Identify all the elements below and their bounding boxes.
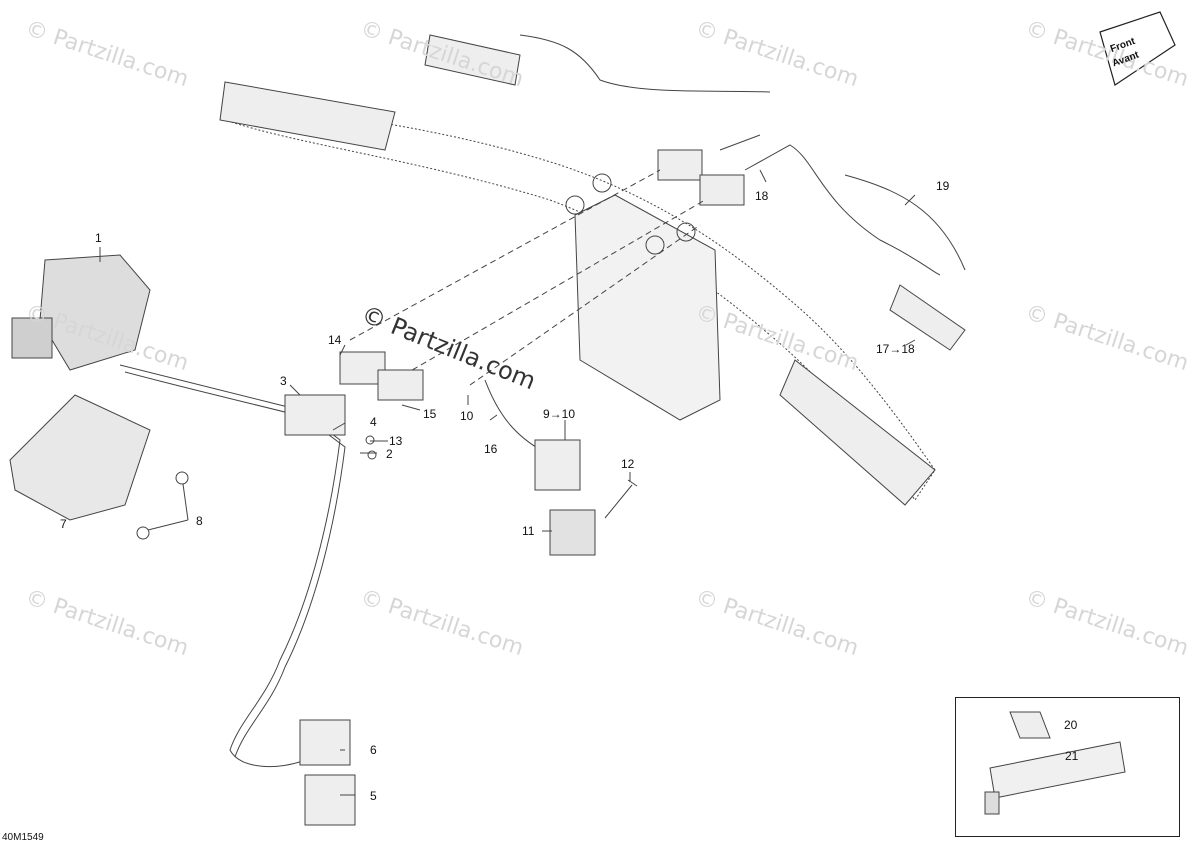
callout-8[interactable]: 8: [196, 514, 203, 528]
callout-12[interactable]: 12: [621, 457, 635, 471]
handlebar: [224, 94, 936, 501]
wire-harness: [119, 364, 341, 768]
callout-1[interactable]: 1: [95, 231, 102, 245]
callout-11[interactable]: 11: [522, 524, 535, 538]
callout-18[interactable]: 18: [755, 189, 769, 203]
callout-13[interactable]: 13: [389, 434, 403, 448]
left-grip: [219, 81, 396, 151]
right-grip: [779, 359, 936, 506]
front-direction-arrow: [1099, 11, 1176, 86]
left-grip-heater: [424, 34, 521, 86]
callout-2[interactable]: 2: [386, 447, 393, 461]
switch-bracket: [9, 394, 151, 521]
callout-3[interactable]: 3: [280, 374, 287, 388]
inset-items: [984, 711, 1126, 815]
callout-19[interactable]: 19: [936, 179, 950, 193]
callout-10[interactable]: 10: [460, 409, 474, 423]
callout-7[interactable]: 7: [60, 517, 67, 531]
callout-9-10[interactable]: 9→10: [543, 407, 576, 421]
callout-6[interactable]: 6: [370, 743, 377, 757]
callout-16[interactable]: 16: [484, 442, 498, 456]
callout-17-18[interactable]: 17→18: [876, 342, 915, 356]
inset-box: [955, 697, 1180, 837]
callout-20[interactable]: 20: [1064, 718, 1078, 732]
callout-4[interactable]: 4: [370, 415, 377, 429]
callout-21[interactable]: 21: [1065, 749, 1079, 763]
callout-15[interactable]: 15: [423, 407, 437, 421]
callout-14[interactable]: 14: [328, 333, 342, 347]
right-grip-heater: [889, 284, 966, 351]
callout-5[interactable]: 5: [370, 789, 377, 803]
drawing-id: 40M1549: [2, 832, 44, 843]
